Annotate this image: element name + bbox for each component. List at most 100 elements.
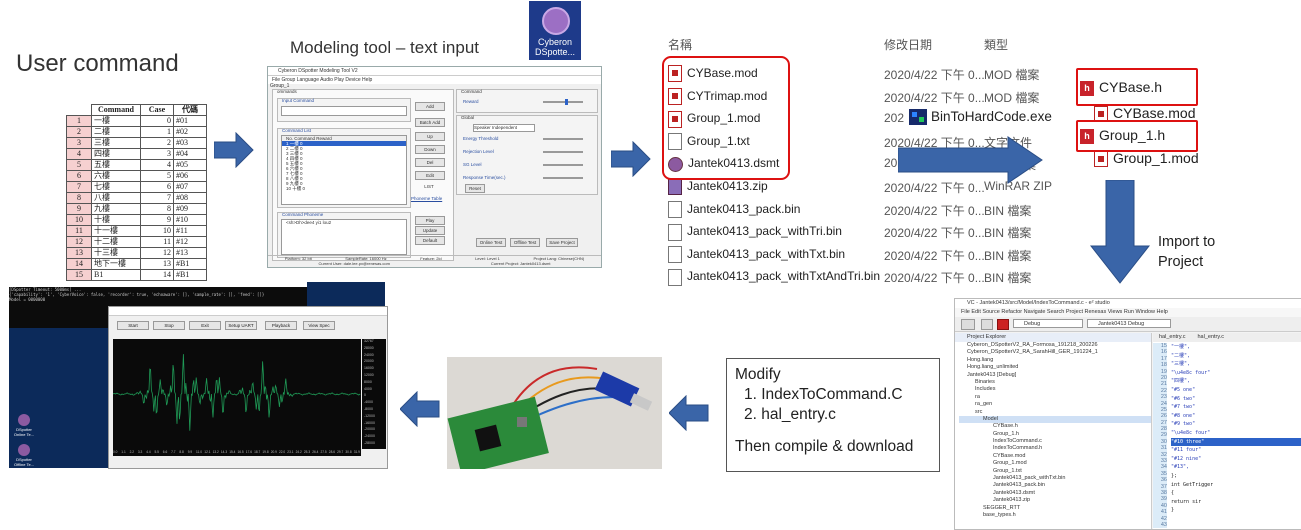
phoneme-table-link[interactable]: Phoneme Table: [411, 196, 443, 201]
tree-item[interactable]: Includes: [975, 386, 996, 393]
list-item[interactable]: 9 九樓 0: [286, 181, 303, 186]
output-cybase-mod[interactable]: CYBase.mod: [1094, 102, 1195, 124]
play-button[interactable]: Play: [415, 216, 445, 225]
list-item[interactable]: 3 三樓 0: [286, 151, 303, 156]
energy-slider[interactable]: [543, 138, 583, 140]
tree-item[interactable]: Jantek0413 [Debug]: [967, 371, 1017, 378]
response-slider[interactable]: [543, 177, 583, 179]
edit-button[interactable]: Edit: [415, 171, 445, 180]
reward-slider-knob[interactable]: [565, 99, 568, 105]
update-button[interactable]: Update: [415, 226, 445, 235]
sg-slider[interactable]: [543, 164, 583, 166]
code-area[interactable]: "一樓","二樓","三樓","\u4e8c four""四樓","#5 one…: [1171, 343, 1301, 515]
project-explorer-tab[interactable]: Project Explorer: [955, 333, 1151, 342]
tree-item[interactable]: Hong.liang: [967, 356, 994, 363]
file-row[interactable]: Group_1.mod: [668, 107, 760, 129]
column-type[interactable]: 類型: [984, 38, 1009, 52]
stop-icon[interactable]: [997, 319, 1009, 330]
bin-to-hardcode-exe[interactable]: BinToHardCode.exe: [906, 108, 1055, 127]
file-row[interactable]: Jantek0413_pack_withTri.bin: [668, 220, 842, 242]
tree-item[interactable]: IndexToCommand.c: [993, 438, 1042, 445]
tree-item[interactable]: Jantek0413_pack_withTxt.bin: [993, 475, 1066, 482]
list-item[interactable]: 5 五樓 0: [286, 161, 303, 166]
input-command-field[interactable]: [281, 106, 407, 116]
list-item[interactable]: 1 一樓 0: [282, 141, 406, 146]
tree-item[interactable]: Cyberon_DSpotterV2_RA_Formosa_191218_200…: [967, 342, 1098, 348]
online-test-button[interactable]: Online Test: [476, 238, 506, 247]
batch-add-button[interactable]: Batch Add: [415, 118, 445, 127]
tree-item[interactable]: base_types.h: [983, 511, 1016, 518]
file-row[interactable]: Jantek0413.zip: [668, 175, 768, 197]
default-button[interactable]: Default: [415, 236, 445, 245]
output-group1-mod[interactable]: Group_1.mod: [1094, 147, 1199, 169]
file-row[interactable]: CYBase.mod: [668, 62, 758, 84]
add-button[interactable]: Add: [415, 102, 445, 111]
save-project-button[interactable]: Save Project: [546, 238, 578, 247]
wave-toolbar-button[interactable]: Playback: [265, 321, 297, 330]
speaker-independent-select[interactable]: Speaker Independent: [473, 124, 535, 132]
list-item[interactable]: 10 十樓 0: [286, 186, 306, 191]
tree-item[interactable]: Group_1.mod: [993, 460, 1027, 467]
command-list[interactable]: No. Command Reward 1 一樓 0 2 二樓 0 3 三樓 0 …: [281, 135, 407, 205]
desktop-shortcut-offline[interactable]: DSpotter Offline Te...: [12, 444, 36, 467]
wave-toolbar-button[interactable]: Setup UART: [225, 321, 257, 330]
list-item[interactable]: 2 二樓 0: [286, 146, 303, 151]
group-tab[interactable]: Group_1: [270, 83, 290, 89]
wave-toolbar-button[interactable]: Exit: [189, 321, 221, 330]
tree-item[interactable]: CYBase.mod: [993, 452, 1026, 459]
offline-test-button[interactable]: Offline Test: [510, 238, 540, 247]
tab-hal-entry-2[interactable]: hal_entry.c: [1197, 334, 1225, 340]
tree-item[interactable]: Binaries: [975, 378, 995, 385]
list-button[interactable]: LIST: [424, 184, 434, 189]
reset-button[interactable]: Reset: [465, 184, 485, 193]
launch-mode-select[interactable]: Debug: [1013, 319, 1083, 328]
tree-item[interactable]: Model: [959, 415, 1151, 424]
tree-item[interactable]: Hong.liang_unlimited: [967, 364, 1019, 371]
reward-slider[interactable]: [543, 101, 583, 103]
tree-item[interactable]: Jantek0413.zip: [993, 497, 1030, 504]
file-row[interactable]: Jantek0413.dsmt: [668, 152, 779, 174]
list-item[interactable]: 4 四樓 0: [286, 156, 303, 161]
hammer-icon[interactable]: [961, 319, 975, 330]
tree-item[interactable]: src: [975, 408, 983, 415]
build-icon[interactable]: [981, 319, 993, 330]
tree-item[interactable]: ra_gen: [975, 401, 993, 408]
wave-toolbar-button[interactable]: View Spec: [303, 321, 335, 330]
tree-item[interactable]: ra: [975, 393, 980, 400]
column-date[interactable]: 修改日期: [884, 38, 933, 52]
y-tick-label: -24000: [364, 434, 375, 439]
tree-item[interactable]: Jantek0413.dsmt: [993, 489, 1035, 496]
file-row[interactable]: Group_1.txt: [668, 130, 750, 152]
tree-item[interactable]: CYBase.h: [993, 423, 1018, 430]
file-row[interactable]: Jantek0413_pack_withTxt.bin: [668, 243, 845, 265]
ide-menu[interactable]: File Edit Source Refactor Navigate Searc…: [955, 308, 1301, 317]
list-item[interactable]: 7 七樓 0: [286, 171, 303, 176]
shortcut-label: DSpotter Online Te...: [13, 427, 35, 437]
delete-button[interactable]: Del: [415, 158, 445, 167]
tree-item[interactable]: Group_1.txt: [993, 467, 1022, 474]
tree-item[interactable]: IndexToCommand.h: [993, 445, 1043, 452]
list-item[interactable]: 8 八樓 0: [286, 176, 303, 181]
list-item[interactable]: 6 六樓 0: [286, 166, 303, 171]
tree-item[interactable]: Group_1.h: [993, 430, 1019, 437]
rejection-slider[interactable]: [543, 151, 583, 153]
file-row[interactable]: Jantek0413_pack_withTxtAndTri.bin: [668, 265, 880, 287]
file-row[interactable]: Jantek0413_pack.bin: [668, 198, 800, 220]
wave-toolbar-button[interactable]: Start: [117, 321, 149, 330]
file-row[interactable]: CYTrimap.mod: [668, 85, 767, 107]
tree-item[interactable]: Cyberon_DSpotterV2_RA_SarahHill_GER_1912…: [967, 349, 1098, 356]
cyberon-desktop-shortcut[interactable]: Cyberon DSpotte...: [529, 1, 581, 60]
desktop-shortcut-online[interactable]: DSpotter Online Te...: [12, 414, 36, 437]
column-name[interactable]: 名稱: [668, 38, 693, 52]
wave-toolbar-button[interactable]: Stop: [153, 321, 185, 330]
launch-config-select[interactable]: Jantek0413 Debug: [1087, 319, 1171, 328]
phoneme-field[interactable]: <sh>Dh>dee4 yi1 lou2: [281, 219, 407, 255]
tree-item[interactable]: Jantek0413_pack.bin: [993, 482, 1045, 489]
tab-hal-entry-1[interactable]: hal_entry.c: [1159, 334, 1186, 340]
down-button[interactable]: Down: [415, 145, 445, 154]
up-button[interactable]: Up: [415, 132, 445, 141]
modeling-window-menu[interactable]: File Group Language Audio Play Device He…: [268, 76, 601, 84]
tree-item[interactable]: SEGGER_RTT: [983, 504, 1021, 511]
